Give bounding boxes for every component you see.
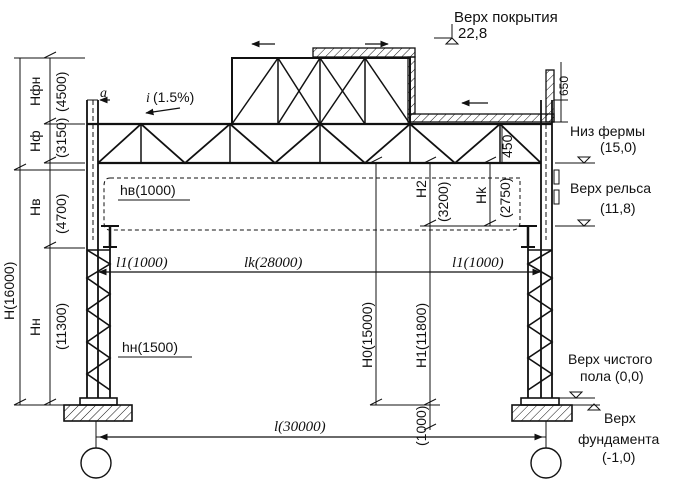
dim-h-v-width: hв(1000) [120, 182, 176, 198]
foundation-top-label-2: фундамента [578, 431, 659, 447]
right-column [519, 100, 560, 398]
dim-h-fn: Нфн [27, 77, 43, 106]
dim-h0: Н0(15000) [359, 302, 375, 368]
arrows [98, 40, 543, 441]
dim-l1-left: l1(1000) [116, 255, 168, 271]
dim-hk: Нk [473, 186, 489, 204]
axis-marker-left [80, 447, 112, 479]
roof-top-label: Верх покрытия [454, 9, 558, 26]
slope-value: (1.5%) [153, 89, 194, 105]
rail-top-label: Верх рельса [570, 180, 651, 196]
dim-truss-height: 450 [499, 134, 515, 158]
parapet-dim: 650 [557, 76, 571, 96]
dim-h-f: Нф [27, 130, 43, 152]
truss-bottom-value: (15,0) [600, 139, 637, 155]
foundation-top-label-1: Верх [604, 410, 636, 426]
dim-span-l: l(30000) [274, 419, 326, 435]
dim-h2: Н2 [413, 180, 429, 198]
foundation-left [63, 397, 133, 422]
dim-hk-val: (2750) [497, 178, 513, 218]
rail-top-value: (11,8) [600, 200, 636, 216]
dim-h-fn-val: (4500) [53, 72, 69, 112]
floor-top-label-1: Верх чистого [568, 351, 653, 367]
main-truss [87, 122, 552, 165]
dim-h-n: Нн [27, 318, 43, 336]
foundation-right [511, 397, 573, 422]
level-markers [444, 37, 602, 411]
dim-h-v-val: (4700) [53, 194, 69, 234]
dim-lk: lk(28000) [244, 255, 302, 271]
truss-bottom-label: Низ фермы [570, 123, 645, 139]
structure [63, 47, 573, 479]
dim-h-f-val: (3150) [53, 118, 69, 158]
dim-h-total: Н(16000) [1, 262, 17, 320]
dim-a: a [100, 86, 107, 101]
floor-top-label-2: пола (0,0) [580, 368, 644, 384]
dim-base-1000: (1000) [413, 406, 429, 446]
foundation-top-value: (-1,0) [602, 449, 635, 465]
lantern [231, 57, 411, 125]
left-column [85, 100, 119, 398]
dim-l1-right: l1(1000) [452, 255, 504, 271]
dim-h2-val: (3200) [435, 182, 451, 222]
slope-i: i [146, 91, 150, 106]
dim-h-n-width: hн(1500) [122, 339, 178, 355]
dim-h-n-val: (11300) [53, 303, 69, 350]
dim-h-v: Нв [27, 198, 43, 216]
roof-hatch [312, 47, 555, 123]
axis-marker-right [530, 447, 562, 479]
roof-top-value: 22,8 [458, 25, 487, 42]
text-labels: Верх покрытия 22,8 Низ фермы (15,0) Верх… [1, 9, 659, 465]
dim-h1: Н1(11800) [413, 303, 429, 368]
